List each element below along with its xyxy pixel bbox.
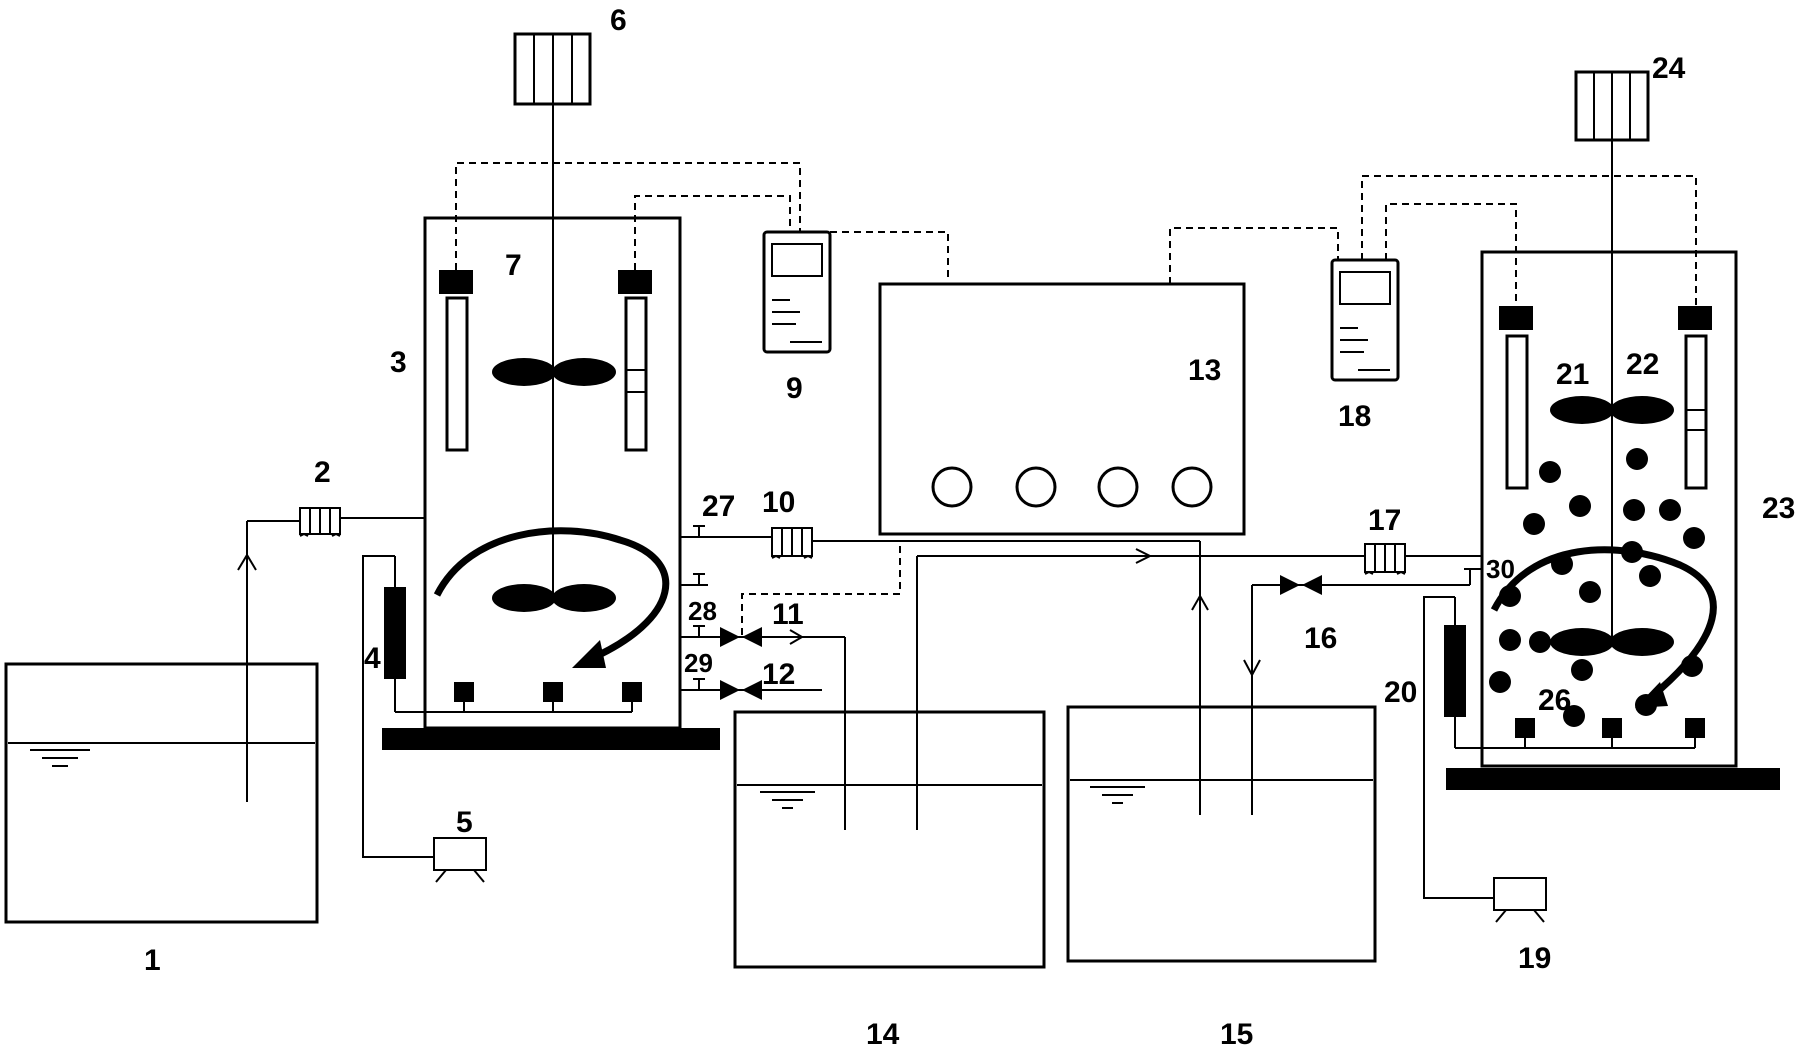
control-box-13 bbox=[878, 282, 1246, 536]
pump-10 bbox=[771, 527, 813, 559]
transfer-line-10 bbox=[812, 540, 1209, 815]
label-5: 5 bbox=[456, 806, 473, 839]
label-2: 2 bbox=[314, 456, 331, 489]
label-15: 15 bbox=[1220, 1018, 1253, 1049]
tank-14 bbox=[733, 710, 1046, 969]
controller-9 bbox=[762, 230, 832, 354]
blower-5 bbox=[433, 837, 487, 883]
label-7: 7 bbox=[505, 249, 522, 282]
motor-24 bbox=[1574, 70, 1650, 142]
tank-15 bbox=[1066, 705, 1377, 963]
label-14: 14 bbox=[866, 1018, 900, 1049]
label-17: 17 bbox=[1368, 504, 1401, 537]
pump-2 bbox=[299, 507, 341, 537]
label-26: 26 bbox=[1538, 684, 1571, 717]
motor-6 bbox=[513, 32, 592, 106]
feed-line bbox=[237, 517, 425, 802]
pump-17 bbox=[1364, 543, 1406, 575]
label-20: 20 bbox=[1384, 676, 1417, 709]
valve-16-line bbox=[1243, 575, 1470, 815]
signal-lines-left bbox=[455, 162, 949, 636]
labels: 1 2 3 4 5 6 7 9 10 11 12 13 14 15 16 17 … bbox=[144, 4, 1795, 1049]
label-27: 27 bbox=[702, 490, 735, 523]
flowmeter-4 bbox=[362, 555, 434, 858]
label-30: 30 bbox=[1486, 554, 1515, 584]
label-10: 10 bbox=[762, 486, 795, 519]
reactor-3 bbox=[382, 104, 720, 750]
carrier-particles bbox=[1489, 448, 1705, 727]
label-1: 1 bbox=[144, 944, 161, 977]
label-3: 3 bbox=[390, 346, 407, 379]
reactor-23 bbox=[1405, 140, 1780, 790]
label-24: 24 bbox=[1652, 52, 1686, 85]
label-6: 6 bbox=[610, 4, 627, 37]
signal-lines-right bbox=[1169, 175, 1697, 306]
controller-18 bbox=[1330, 258, 1400, 382]
label-13: 13 bbox=[1188, 354, 1221, 387]
label-21: 21 bbox=[1556, 358, 1589, 391]
label-22: 22 bbox=[1626, 348, 1659, 381]
ports-reactor-3 bbox=[680, 525, 846, 830]
label-4: 4 bbox=[364, 642, 381, 675]
blower-19 bbox=[1493, 877, 1547, 923]
label-11: 11 bbox=[772, 598, 804, 631]
label-12: 12 bbox=[762, 658, 795, 691]
label-19: 19 bbox=[1518, 942, 1551, 975]
label-18: 18 bbox=[1338, 400, 1371, 433]
label-9: 9 bbox=[786, 372, 803, 405]
feed-tank-1 bbox=[4, 662, 319, 924]
label-28: 28 bbox=[688, 596, 717, 626]
label-23: 23 bbox=[1762, 492, 1795, 525]
label-16: 16 bbox=[1304, 622, 1337, 655]
flowmeter-20 bbox=[1423, 596, 1494, 899]
label-29: 29 bbox=[684, 648, 713, 678]
